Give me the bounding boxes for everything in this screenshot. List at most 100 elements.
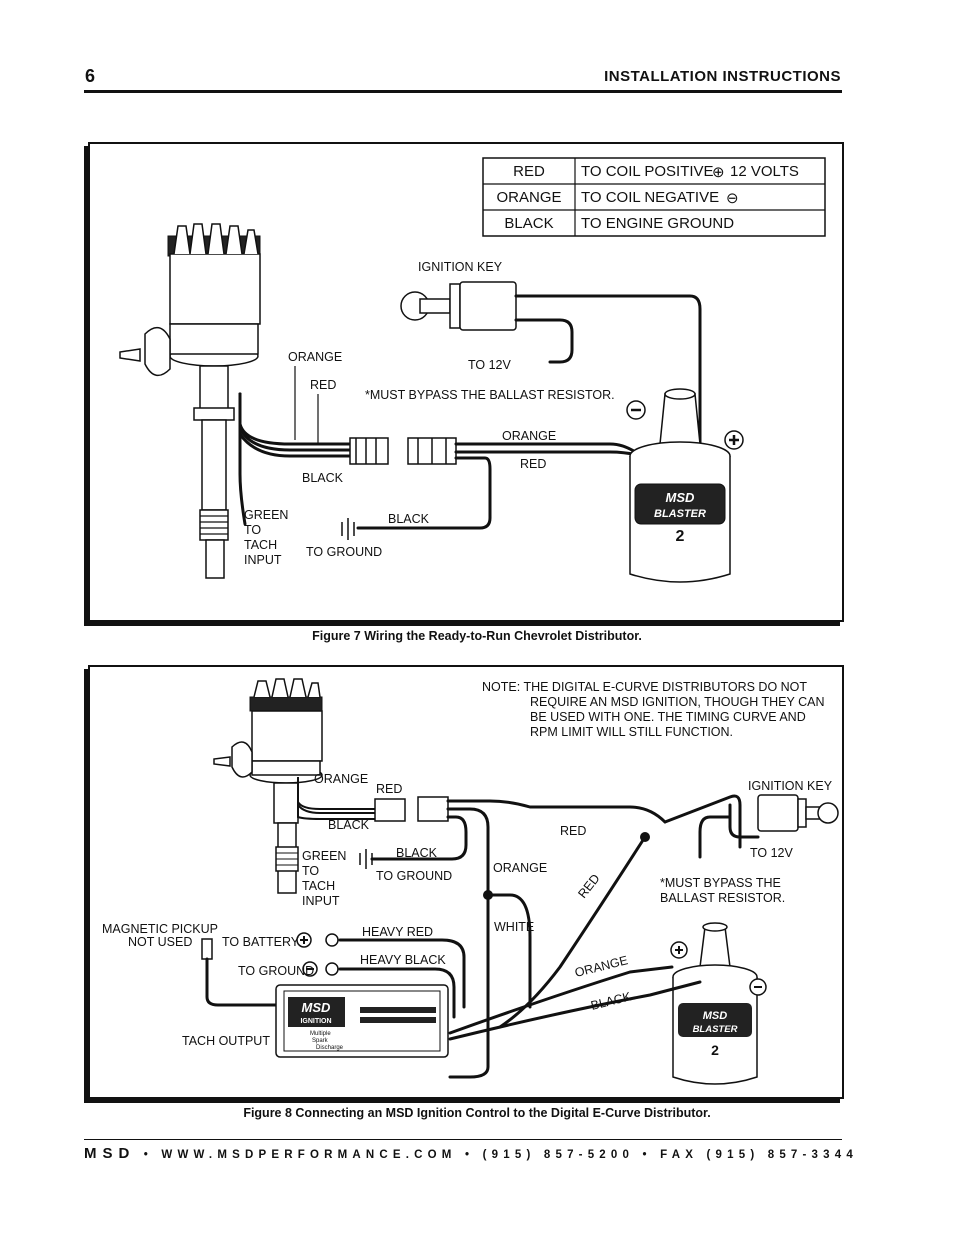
fig8-heavy-red: HEAVY RED xyxy=(362,925,433,939)
wire-heavy-black xyxy=(338,967,456,1019)
wire-green xyxy=(238,392,247,526)
distributor-icon xyxy=(213,678,323,894)
fig8-tach: TACH xyxy=(302,879,335,893)
ignition-key-icon xyxy=(400,281,517,331)
box-line-1: Multiple xyxy=(310,1031,331,1037)
fig8-tach-output: TACH OUTPUT xyxy=(182,1034,270,1048)
wire-orange-coil xyxy=(448,965,674,1035)
plus-icon: ⊕ xyxy=(712,164,725,181)
fig8-to-ground-box: TO GROUND xyxy=(238,964,314,978)
footer-sep: • xyxy=(642,1149,652,1161)
fig7-tach: TACH xyxy=(244,538,277,552)
distributor-icon xyxy=(119,223,261,579)
box-line-2: Spark xyxy=(312,1038,329,1044)
wire-key-to-coil xyxy=(514,294,702,456)
fig7-orange-wire: ORANGE xyxy=(502,429,556,443)
wire-key-12v xyxy=(698,815,732,859)
footer: MSD • WWW.MSDPERFORMANCE.COM • (915) 857… xyxy=(84,1145,853,1162)
table-color-black: BLACK xyxy=(504,215,553,232)
fig8-mag-pickup-1: MAGNETIC PICKUP xyxy=(102,922,218,936)
wire-black-ground xyxy=(356,456,492,530)
table-desc-red: TO COIL POSITIVE xyxy=(581,163,714,180)
table-color-orange: ORANGE xyxy=(496,189,561,206)
note-line-4: RPM LIMIT WILL STILL FUNCTION. xyxy=(530,725,733,739)
wire-red-diag xyxy=(498,835,647,1029)
coil-icon: MSD BLASTER 2 xyxy=(629,388,731,583)
fig8-mag-pickup-2: NOT USED xyxy=(128,935,192,949)
fig8-to-ground: TO GROUND xyxy=(376,869,452,883)
fig7-black-ground: BLACK xyxy=(388,512,430,526)
fig8-orange-wire: ORANGE xyxy=(493,861,547,875)
fig8-input: INPUT xyxy=(302,894,340,908)
fig7-ignition-key-label: IGNITION KEY xyxy=(418,260,503,274)
figure-8-caption: Figure 8 Connecting an MSD Ignition Cont… xyxy=(243,1106,711,1120)
footer-sep: • xyxy=(143,1149,153,1161)
fig8-to-12v: TO 12V xyxy=(750,846,794,860)
wire-black-coil xyxy=(448,980,702,1041)
fig8-white-wire: WHITE xyxy=(494,920,534,934)
battery-ring-icon xyxy=(325,933,339,947)
box-sub-label: IGNITION xyxy=(300,1018,331,1025)
fig8-black-coil: BLACK xyxy=(589,989,633,1013)
note-line-2: REQUIRE AN MSD IGNITION, THOUGH THEY CAN xyxy=(530,695,824,709)
wire-red-to-key xyxy=(446,799,667,824)
coil-number-label: 2 xyxy=(711,1042,719,1058)
fig7-red-top: RED xyxy=(310,378,336,392)
wire-orange-box xyxy=(446,807,490,1079)
wire-to-12v xyxy=(514,318,574,364)
minus-icon: ⊖ xyxy=(726,190,739,207)
fig8-to-battery: TO BATTERY xyxy=(222,935,300,949)
figure-8-diagram: NOTE: THE DIGITAL E-CURVE DISTRIBUTORS D… xyxy=(102,678,839,1085)
coil-number-label: 2 xyxy=(676,528,685,545)
footer-website[interactable]: WWW.MSDPERFORMANCE.COM xyxy=(161,1149,457,1161)
ground-ring-icon xyxy=(325,962,339,976)
fig7-input: INPUT xyxy=(244,553,282,567)
connector-female-icon xyxy=(407,437,457,465)
fig7-green: GREEN xyxy=(244,508,288,522)
table-extra-red: 12 VOLTS xyxy=(730,163,799,180)
wire-pickup xyxy=(205,957,282,1007)
footer-fax: FAX (915) 857-3344 xyxy=(660,1149,858,1161)
box-line-3: Discharge xyxy=(316,1045,344,1051)
msd-ignition-box-icon: MSD IGNITION Multiple Spark Discharge xyxy=(275,984,449,1058)
pickup-connector-icon xyxy=(201,938,213,960)
connector-female-icon xyxy=(417,796,449,822)
footer-rule xyxy=(84,1139,842,1140)
fig8-red-diag: RED xyxy=(575,871,602,900)
coil-brand-label: MSD xyxy=(666,490,696,505)
wire-heavy-red xyxy=(338,938,466,1009)
page-header-title: INSTALLATION INSTRUCTIONS xyxy=(604,68,841,85)
fig8-to: TO xyxy=(302,864,319,878)
fig7-to: TO xyxy=(244,523,261,537)
coil-model-label: BLASTER xyxy=(693,1024,738,1035)
fig8-ignition-key: IGNITION KEY xyxy=(748,779,833,793)
note-line-3: BE USED WITH ONE. THE TIMING CURVE AND xyxy=(530,710,806,724)
connector-male-icon xyxy=(374,798,406,822)
fig8-orange-top: ORANGE xyxy=(314,772,368,786)
fig7-to-ground: TO GROUND xyxy=(306,545,382,559)
table-color-red: RED xyxy=(513,163,545,180)
table-desc-orange: TO COIL NEGATIVE xyxy=(581,189,719,206)
note-line-1: NOTE: THE DIGITAL E-CURVE DISTRIBUTORS D… xyxy=(482,680,807,694)
fig8-black-top: BLACK xyxy=(328,818,370,832)
fig7-bypass-note: *MUST BYPASS THE BALLAST RESISTOR. xyxy=(365,388,615,402)
wire-white xyxy=(486,893,532,1009)
footer-sep: • xyxy=(465,1149,475,1161)
page-number: 6 xyxy=(85,66,96,86)
fig7-red-wire: RED xyxy=(520,457,546,471)
ignition-key-icon xyxy=(728,794,839,839)
ground-icon xyxy=(359,849,373,869)
connector-male-icon xyxy=(349,437,389,465)
wire-color-table: RED ORANGE BLACK TO COIL POSITIVE ⊕ 12 V… xyxy=(482,157,826,237)
figure-7-caption: Figure 7 Wiring the Ready-to-Run Chevrol… xyxy=(312,629,642,643)
table-desc-black: TO ENGINE GROUND xyxy=(581,215,734,232)
box-brand-label: MSD xyxy=(302,1000,332,1015)
fig7-black-wire: BLACK xyxy=(302,471,344,485)
fig8-black-ground: BLACK xyxy=(396,846,438,860)
figure-7-diagram: RED ORANGE BLACK TO COIL POSITIVE ⊕ 12 V… xyxy=(119,157,826,583)
fig8-bypass-2: BALLAST RESISTOR. xyxy=(660,891,785,905)
fig8-red-wire: RED xyxy=(560,824,586,838)
header-rule xyxy=(84,90,842,93)
fig7-orange-top: ORANGE xyxy=(288,350,342,364)
footer-brand: MSD xyxy=(84,1145,136,1162)
